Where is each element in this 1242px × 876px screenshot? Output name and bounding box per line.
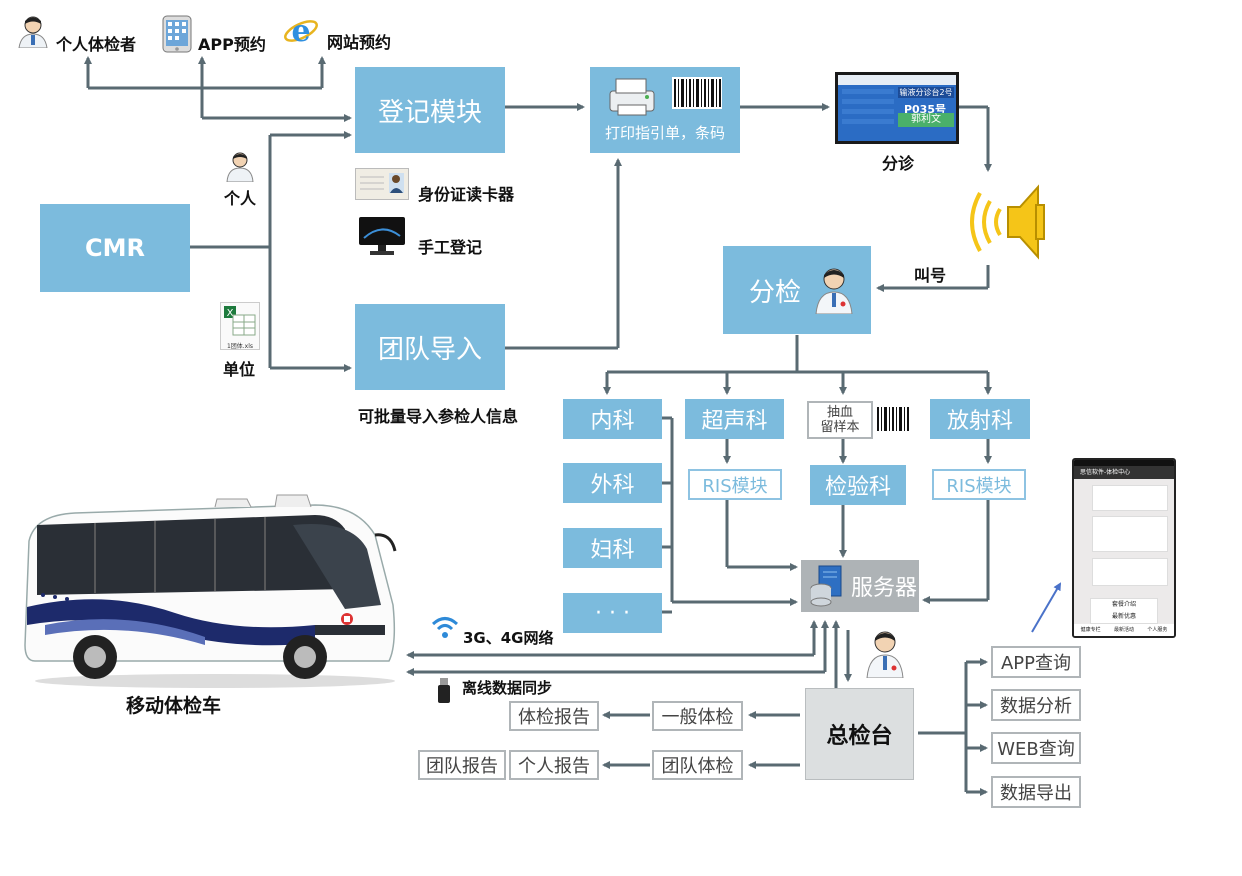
blood-draw-label: 抽血: [826, 405, 853, 420]
phone-menu-1: 套餐介绍: [1111, 601, 1136, 608]
barcode-icon: [672, 77, 722, 109]
phone-tab-3: 个人服务: [1147, 627, 1168, 633]
monitor-number: P035号: [903, 103, 946, 116]
dept-laboratory: 检验科: [810, 465, 906, 505]
offline-sync-label: 离线数据同步: [462, 679, 553, 697]
output-web-query: WEB查询: [991, 732, 1081, 764]
sub-check-label: 分检: [749, 277, 802, 308]
phone-header: 思信软件-体检中心: [1074, 466, 1174, 479]
team-exam-box: 团队体检: [652, 750, 743, 780]
team-import-box: 团队导入: [355, 304, 505, 390]
general-exam-box: 一般体检: [652, 701, 743, 731]
blood-sample-box: 抽血 留样本: [807, 401, 873, 439]
bus-image: [15, 485, 400, 694]
team-report-box: 团队报告: [418, 750, 506, 780]
print-label: 打印指引单，条码: [604, 124, 725, 142]
manual-reg-label: 手工登记: [418, 238, 483, 257]
phone-tab-2: 最新活动: [1113, 627, 1134, 633]
batch-import-note: 可批量导入参检人信息: [358, 407, 519, 426]
hub-doctor-icon: [865, 628, 905, 682]
print-box: 打印指引单，条码: [590, 67, 740, 153]
excel-file-icon: X 1团体.xls: [220, 302, 260, 350]
monitor-name: 郭利文: [898, 113, 954, 127]
computer-monitor-icon: [358, 216, 406, 260]
person-label: 个人: [224, 189, 257, 208]
usb-drive-icon: [437, 678, 451, 708]
ris-module-1: RIS模块: [688, 469, 782, 500]
dept-ultrasound: 超声科: [685, 399, 784, 439]
dept-surgery: 外科: [563, 463, 662, 503]
web-booking-label: 网站预约: [327, 33, 392, 52]
output-data-analysis: 数据分析: [991, 689, 1081, 721]
server-label: 服务器: [851, 576, 918, 601]
server-icon: [810, 565, 842, 607]
doctor-avatar-icon: [17, 14, 49, 52]
app-booking-label: APP预约: [198, 35, 266, 54]
monitor-title: 输液分诊台2号: [898, 87, 954, 98]
sample-keep-label: 留样本: [820, 420, 860, 435]
doctor-icon: [815, 268, 853, 314]
output-app-query: APP查询: [991, 646, 1081, 678]
dept-internal-medicine: 内科: [563, 399, 662, 439]
ie-browser-icon: e: [283, 14, 319, 52]
arrow-to-phone: [1031, 582, 1062, 633]
general-check-desk: 总检台: [805, 688, 914, 780]
server-box: 服务器: [801, 560, 919, 612]
dept-gynecology: 妇科: [563, 528, 662, 568]
mobile-bus-label: 移动体检车: [126, 695, 222, 717]
sub-check-box: 分检: [723, 246, 871, 334]
network-label: 3G、4G网络: [463, 629, 554, 647]
svg-text:e: e: [291, 14, 310, 48]
phone-menu-2: 最新优惠: [1111, 613, 1136, 620]
cmr-box: CMR: [40, 204, 190, 292]
exam-report-box: 体检报告: [509, 701, 599, 731]
output-data-export: 数据导出: [991, 776, 1081, 808]
ris-module-2: RIS模块: [932, 469, 1026, 500]
person-icon: [225, 150, 255, 186]
id-card-icon: [355, 168, 409, 200]
speaker-icon: [966, 183, 1050, 265]
mobile-phone-screen: 思信软件-体检中心 套餐介绍 最新优惠 健康专栏 最新活动 个人服务: [1072, 458, 1176, 638]
id-reader-label: 身份证读卡器: [418, 185, 515, 204]
phone-tab-1: 健康专栏: [1080, 627, 1101, 633]
svg-text:X: X: [227, 308, 234, 319]
dept-more: · · ·: [563, 593, 662, 633]
examinee-label: 个人体检者: [56, 35, 137, 54]
printer-icon: [609, 78, 655, 116]
wifi-icon: [430, 614, 460, 644]
file-label: 1团体.xls: [226, 343, 254, 350]
call-label: 叫号: [914, 266, 947, 285]
personal-report-box: 个人报告: [509, 750, 599, 780]
triage-monitor: 输液分诊台2号 P035号 郭利文: [835, 72, 959, 144]
phone-app-icon: [162, 15, 192, 57]
dept-radiology: 放射科: [930, 399, 1030, 439]
triage-label: 分诊: [882, 154, 915, 173]
sample-barcode-icon: [876, 406, 912, 436]
unit-label: 单位: [223, 360, 256, 379]
registration-module-box: 登记模块: [355, 67, 505, 153]
